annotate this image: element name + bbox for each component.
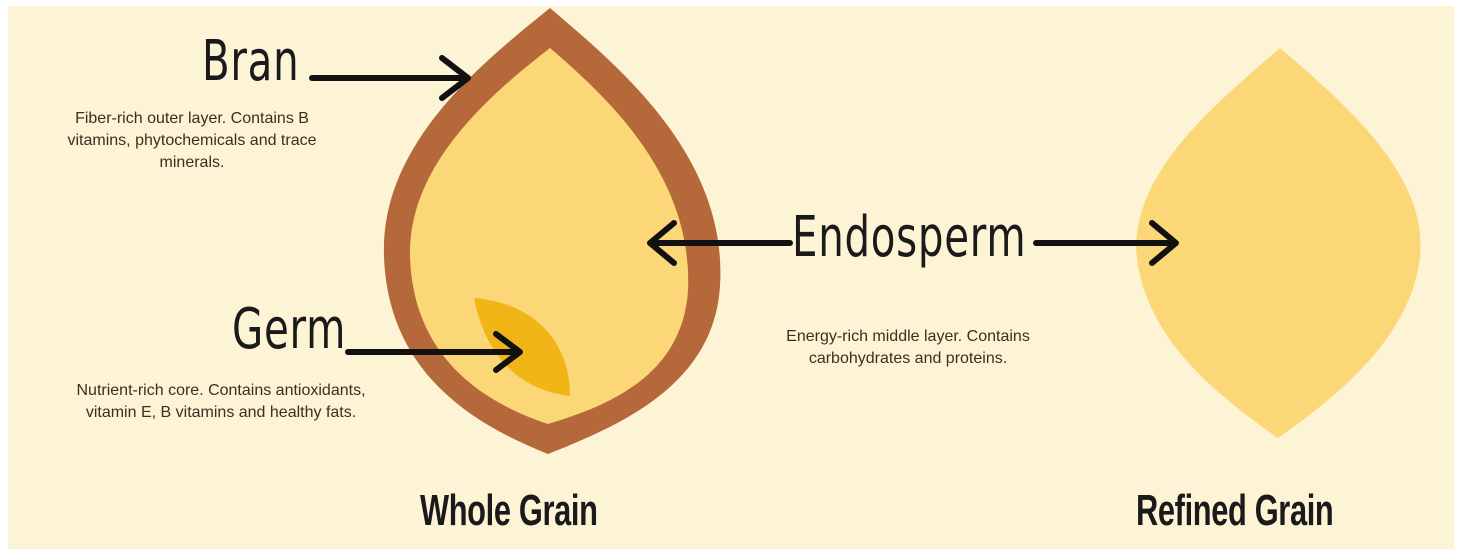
bran-arrow	[312, 58, 468, 98]
germ-description: Nutrient-rich core. Contains antioxidant…	[66, 380, 376, 424]
bran-label: Bran	[202, 32, 299, 92]
diagram-canvas: Bran Fiber-rich outer layer. Contains B …	[8, 6, 1454, 549]
whole-grain-title: Whole Grain	[420, 486, 598, 536]
endosperm-description: Energy-rich middle layer. Contains carbo…	[768, 326, 1048, 370]
refined-grain-title: Refined Grain	[1136, 486, 1333, 536]
endosperm-left-arrow	[650, 223, 790, 263]
germ-label: Germ	[232, 300, 346, 360]
bran-description: Fiber-rich outer layer. Contains B vitam…	[42, 108, 342, 174]
endosperm-label: Endosperm	[792, 208, 1026, 268]
endosperm-right-arrow	[1036, 223, 1176, 263]
